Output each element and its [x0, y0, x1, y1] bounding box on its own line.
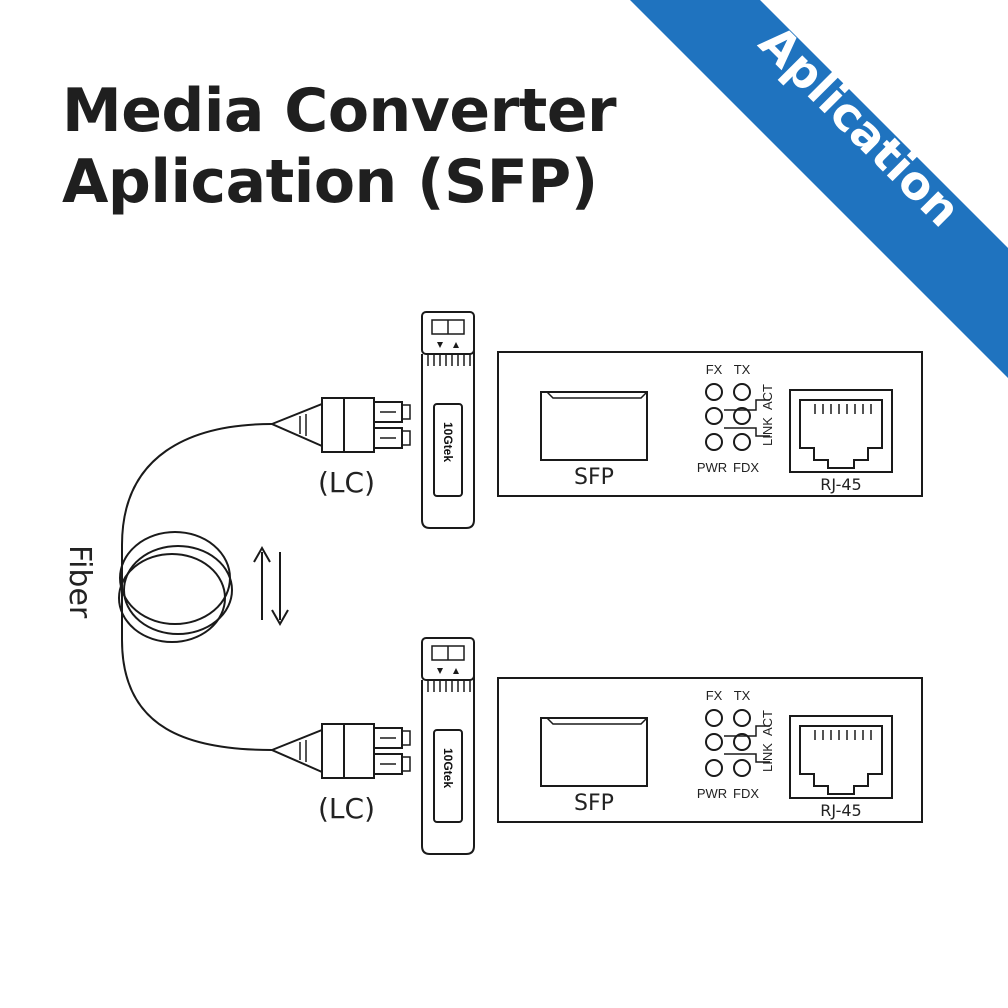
led-fx-label: FX: [706, 362, 723, 377]
status-leds: FX TX PWR FDX ACT LINK: [697, 362, 775, 475]
sfp-module: 10Gtek: [421, 637, 475, 855]
converter-box: SFP FX TX PWR FDX ACT LINK: [497, 677, 923, 823]
corner-ribbon: Aplication: [630, 0, 1008, 378]
fiber-coil-3: [118, 553, 226, 643]
lc-connector: [269, 723, 411, 779]
port-label: RJ-45: [820, 475, 861, 494]
led-link-label: LINK: [760, 743, 775, 772]
slot-label: SFP: [574, 465, 614, 490]
module-brand: 10Gtek: [441, 748, 455, 788]
fiber-coil-2: [123, 545, 233, 635]
led-pwr-label: PWR: [697, 460, 727, 475]
led-link-label: LINK: [760, 417, 775, 446]
led-act-label: ACT: [760, 710, 775, 736]
connector-label: (LC): [318, 792, 375, 825]
converter-unit-1: (LC) 10Gtek SFP: [269, 311, 923, 529]
led-fdx-label: FDX: [733, 786, 759, 801]
fiber-label: Fiber: [62, 545, 97, 619]
bidirectional-arrows-icon: [253, 545, 289, 627]
connector-label: (LC): [318, 466, 375, 499]
module-brand: 10Gtek: [441, 422, 455, 462]
led-pwr-label: PWR: [697, 786, 727, 801]
sfp-slot: [540, 717, 648, 787]
led-tx-label: TX: [734, 362, 751, 377]
fiber-cable: [118, 423, 273, 751]
sfp-slot: [540, 391, 648, 461]
sfp-module: 10Gtek: [421, 311, 475, 529]
led-act-label: ACT: [760, 384, 775, 410]
page-title-line2: Aplication (SFP): [62, 147, 598, 217]
rj45-port: RJ-45: [789, 715, 893, 820]
rj45-port: RJ-45: [789, 389, 893, 494]
led-fdx-label: FDX: [733, 460, 759, 475]
slot-label: SFP: [574, 791, 614, 816]
ribbon-band: [630, 0, 1008, 378]
port-label: RJ-45: [820, 801, 861, 820]
led-tx-label: TX: [734, 688, 751, 703]
lc-connector: [269, 397, 411, 453]
fiber-line-top: [121, 423, 273, 751]
status-leds: FX TX PWR FDX ACT LINK: [697, 688, 775, 801]
converter-unit-2: (LC) 10Gtek SFP: [269, 637, 923, 855]
led-fx-label: FX: [706, 688, 723, 703]
page-title-line1: Media Converter: [62, 76, 617, 146]
converter-box: SFP FX TX PWR FDX ACT LINK: [497, 351, 923, 497]
